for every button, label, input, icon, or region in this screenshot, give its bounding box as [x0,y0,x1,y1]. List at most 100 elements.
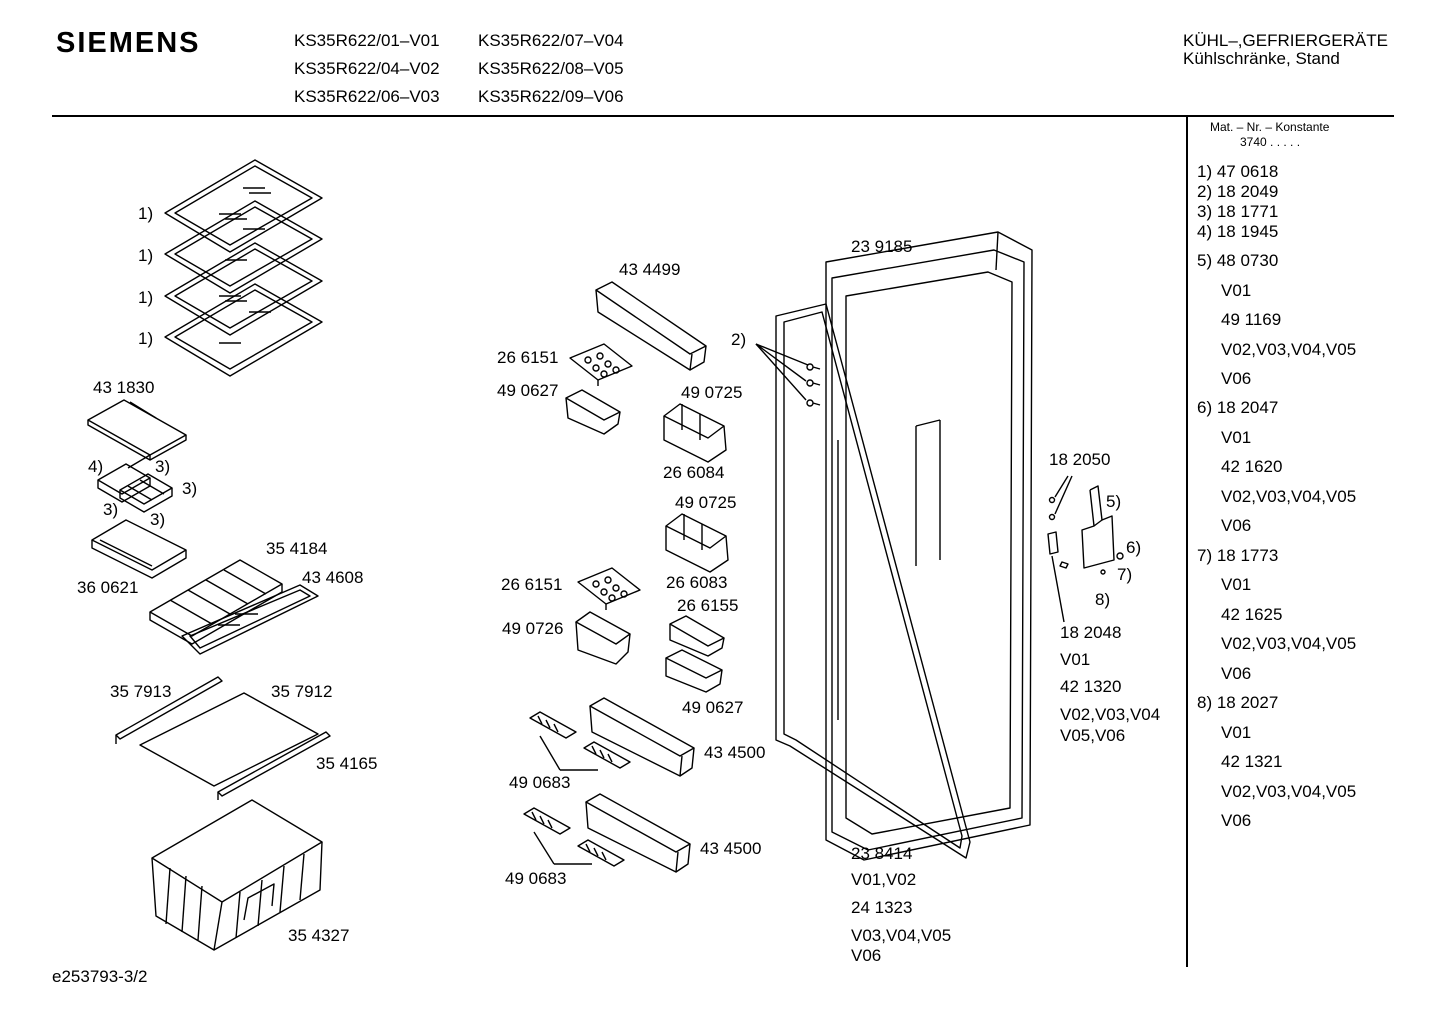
variant-label: V06 [851,946,882,965]
small-box [670,616,724,656]
sidebar-variant-entry: V06 [1221,369,1252,388]
sidebar-variant-entry: V02,V03,V04,V05 [1221,634,1357,653]
sidebar-variant-entry: V06 [1221,664,1252,683]
sidebar-variant-entry: V01 [1221,281,1252,300]
variant-label: V05,V06 [1060,726,1126,745]
variant-label: V01,V02 [851,870,917,889]
part-number-label: 43 4500 [700,839,762,858]
sidebar-variant-entry: V02,V03,V04,V05 [1221,487,1357,506]
door [826,232,1032,860]
callout-label: 6) [1126,538,1142,557]
model-number: KS35R622/04–V02 [294,59,440,78]
callout-label: 8) [1095,590,1111,609]
compartment-cover [150,560,282,644]
glass-shelf [165,201,322,293]
rail [116,677,222,744]
glass-plate [140,693,318,786]
part-number-label: 35 7912 [271,682,333,701]
holder [666,514,728,572]
part-number-label: 49 0683 [509,773,571,792]
part-number-label: 24 1323 [851,898,913,917]
brand-logo: SIEMENS [56,27,201,59]
part-number-label: 43 1830 [93,378,155,397]
callout-label: 3) [155,457,171,476]
part-number-label: 49 0725 [681,383,743,402]
part-number-label: 26 6151 [497,348,559,367]
sidebar-part-entry: 6) 18 2047 [1197,398,1279,417]
glass-cover [182,585,318,654]
bottle-shelf [590,698,694,776]
sidebar-variant-entry: V02,V03,V04,V05 [1221,340,1357,359]
sidebar-variant-entry: 49 1169 [1221,310,1282,329]
sidebar-part-entry: 3) 18 1771 [1197,202,1279,221]
drawer [92,520,186,578]
callout-label: 3) [103,500,119,519]
part-number-label: 49 0627 [682,698,744,717]
part-number-label: 36 0621 [77,578,139,597]
sidebar-variant-entry: V01 [1221,723,1252,742]
door-gasket [776,304,970,858]
bottle-retainer [524,808,624,866]
sidebar-divider [1186,116,1188,967]
part-number-label: 43 4499 [619,260,681,279]
sidebar-variant-entry: V01 [1221,575,1252,594]
bottle-retainer [530,712,630,770]
door-shelf [596,282,706,370]
callout-label: 2) [731,330,747,349]
part-number-label: 23 9185 [851,237,913,256]
callout-label: 7) [1117,565,1133,584]
sidebar-variant-entry: V06 [1221,516,1252,535]
callout-label: 1) [138,288,154,307]
category-title: KÜHL–,GEFRIERGERÄTE [1183,31,1388,50]
callout-label: 4) [88,457,104,476]
holder [664,404,726,462]
part-number-label: 26 6155 [677,596,739,615]
part-number-label: 49 0627 [497,381,559,400]
sidebar-part-entry: 8) 18 2027 [1197,693,1279,712]
screw [756,344,820,406]
part-number-label: 18 2048 [1060,623,1122,642]
header-divider [52,115,1394,117]
sidebar-variant-entry: 42 1620 [1221,457,1283,476]
model-number: KS35R622/01–V01 [294,31,440,50]
sidebar-variant-entry: V02,V03,V04,V05 [1221,782,1357,801]
callout-label: 3) [150,510,166,529]
sidebar-part-entry: 5) 48 0730 [1197,251,1279,270]
part-number-label: 26 6084 [663,463,725,482]
part-number-label: 42 1320 [1060,677,1122,696]
part-number-label: 26 6151 [501,575,563,594]
callout-label: 1) [138,204,154,223]
rail [218,732,330,800]
part-number-label: 43 4500 [704,743,766,762]
mat-nr-title: Mat. – Nr. – Konstante [1210,120,1330,134]
part-number-label: 35 4327 [288,926,350,945]
part-number-label: 49 0725 [675,493,737,512]
small-box [666,650,722,692]
part-number-label: 49 0683 [505,869,567,888]
bottle-shelf [586,794,690,872]
part-number-label: 35 4165 [316,754,378,773]
glass-shelf [165,284,322,376]
part-number-label: 26 6083 [666,573,728,592]
part-number-label: 49 0726 [502,619,564,638]
sidebar-part-entry: 1) 47 0618 [1197,162,1279,181]
variant-label: V01 [1060,650,1091,669]
model-number: KS35R622/09–V06 [478,87,624,106]
small-container [98,464,172,512]
glass-shelf [165,243,322,335]
mat-nr-prefix: 3740 . . . . . [1240,135,1301,149]
category-subtitle: Kühlschränke, Stand [1183,49,1340,68]
sidebar-variant-entry: V06 [1221,811,1252,830]
sidebar-variant-entry: 42 1625 [1221,605,1283,624]
model-number: KS35R622/07–V04 [478,31,624,50]
model-number: KS35R622/08–V05 [478,59,624,78]
container [576,612,630,664]
variant-label: V03,V04,V05 [851,926,952,945]
document-id: e253793-3/2 [52,967,148,986]
tray [88,400,186,468]
egg-tray [578,568,640,610]
sidebar-variant-entry: V01 [1221,428,1252,447]
variant-label: V02,V03,V04 [1060,705,1161,724]
callout-label: 3) [182,479,198,498]
